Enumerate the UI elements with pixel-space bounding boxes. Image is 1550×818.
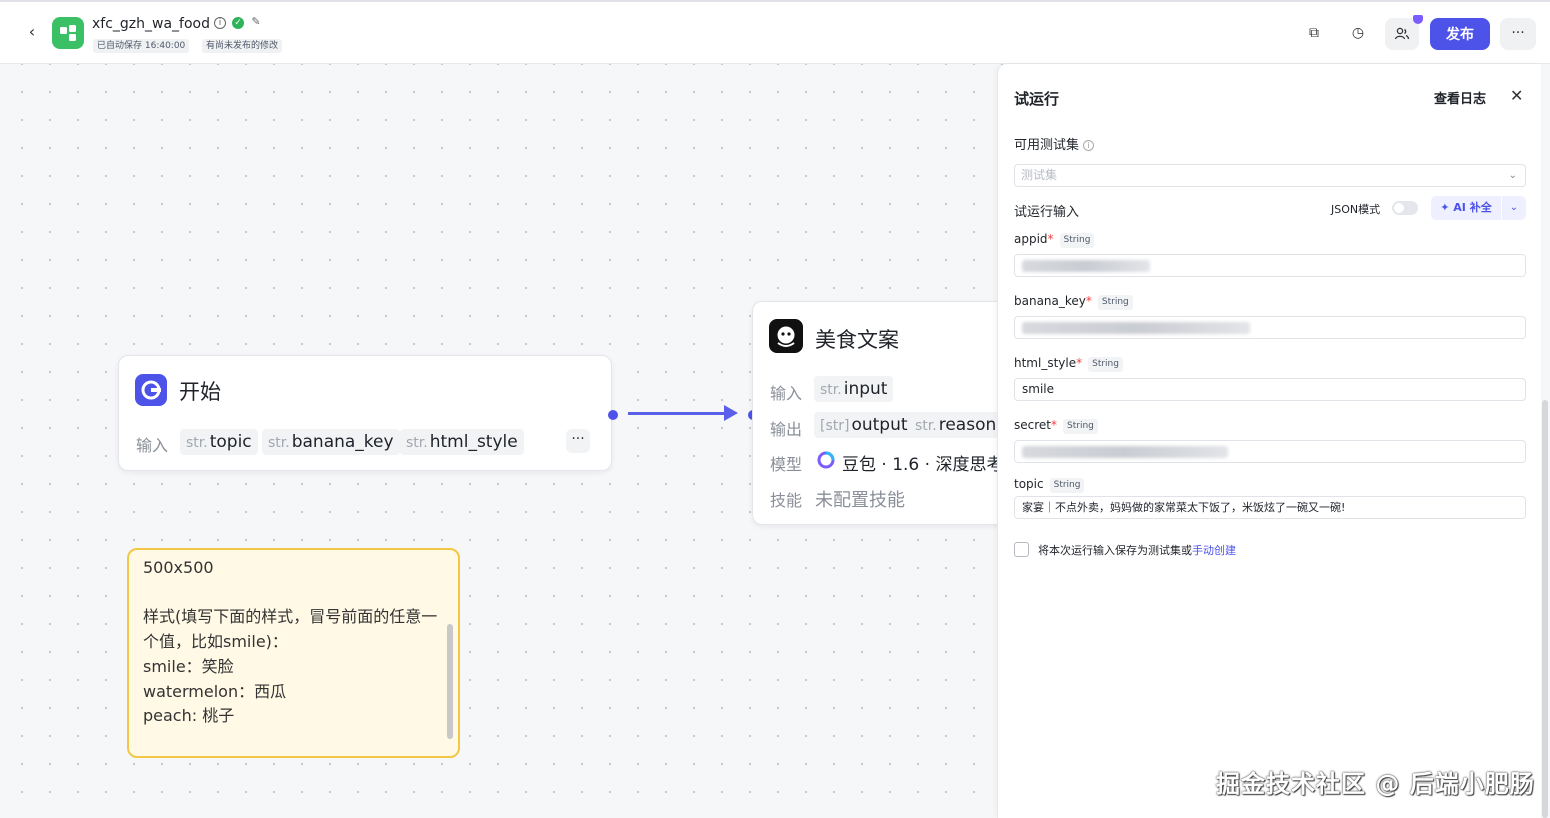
param-topic: str.topic (180, 429, 258, 455)
html-style-input[interactable]: smile (1014, 378, 1526, 401)
start-node-more-button[interactable]: ··· (566, 429, 590, 453)
ai-fill-dropdown[interactable]: ⌄ (1502, 196, 1526, 220)
info-icon[interactable]: i (214, 17, 226, 29)
secret-input[interactable] (1014, 440, 1526, 463)
sparkle-icon: ✦ (1440, 201, 1454, 214)
food-copy-node[interactable]: 美食文案 输入 str.input 输出 [str]output str.rea… (752, 301, 1012, 525)
field-label-secret: secret*String (1014, 418, 1098, 434)
chevron-down-icon: ⌄ (1508, 170, 1517, 181)
back-arrow-icon[interactable]: ‹ (28, 22, 36, 41)
food-skill-value: 未配置技能 (815, 490, 905, 511)
start-node-icon (135, 374, 167, 406)
connection-edge[interactable] (628, 412, 732, 415)
start-node[interactable]: 开始 输入 str.topic str.banana_key str.html_… (118, 355, 612, 471)
history-icon[interactable]: ◷ (1351, 25, 1365, 41)
save-testset-checkbox[interactable] (1014, 542, 1029, 557)
field-label-html-style: html_style*String (1014, 356, 1123, 372)
banana-key-input[interactable] (1014, 316, 1526, 339)
collaborators-button[interactable] (1385, 15, 1423, 50)
workflow-app-icon (52, 17, 84, 49)
premium-badge-icon (1413, 15, 1423, 24)
panel-title: 试运行 (1014, 90, 1060, 108)
llm-node-icon (769, 319, 803, 353)
info-icon[interactable]: i (1083, 140, 1095, 151)
param-banana-key: str.banana_key (262, 429, 400, 455)
redacted-value (1022, 321, 1250, 334)
edit-icon[interactable]: ✎ (251, 15, 261, 28)
more-options-button[interactable]: ··· (1500, 18, 1536, 50)
food-node-title: 美食文案 (815, 328, 899, 352)
sticky-note[interactable]: 500x500 样式(填写下面的样式，冒号前面的任意一个值，比如smile)： … (127, 548, 460, 758)
food-output-label: 输出 (770, 420, 803, 439)
save-testset-label: 将本次运行输入保存为测试集或手动创建 (1038, 544, 1236, 557)
field-label-appid: appid*String (1014, 232, 1095, 248)
edge-arrow-icon (724, 405, 738, 421)
page-scrollbar[interactable] (1542, 400, 1548, 818)
food-skill-label: 技能 (770, 491, 803, 510)
top-bar: ‹ xfc_gzh_wa_food i ✓ ✎ 已自动保存 16:40:00 有… (0, 0, 1550, 64)
food-model-label: 模型 (770, 455, 803, 474)
unpublished-status: 有尚未发布的修改 (202, 39, 283, 53)
start-output-port[interactable] (608, 410, 618, 420)
doubao-model-icon (817, 451, 835, 469)
ai-fill-button[interactable]: ✦ AI 补全 (1431, 196, 1501, 220)
param-reasoning: str.reasoni (909, 412, 1007, 438)
publish-button[interactable]: 发布 (1430, 18, 1490, 50)
field-label-banana-key: banana_key*String (1014, 294, 1133, 310)
users-icon (1394, 27, 1410, 40)
json-mode-label: JSON模式 (1331, 203, 1381, 216)
appid-input[interactable] (1014, 254, 1526, 277)
json-mode-toggle[interactable] (1392, 201, 1418, 215)
watermark: 掘金技术社区 @ 后端小肥肠 (1216, 770, 1535, 798)
param-input: str.input (814, 376, 894, 402)
start-node-title: 开始 (179, 380, 221, 404)
param-html-style: str.html_style (400, 429, 524, 455)
food-input-label: 输入 (770, 384, 803, 403)
autosave-status: 已自动保存 16:40:00 (93, 39, 190, 53)
testset-select[interactable]: 测试集 ⌄ (1014, 164, 1526, 187)
food-model-value: 豆包 · 1.6 · 深度思考 (842, 455, 1004, 475)
workflow-name: xfc_gzh_wa_food (92, 16, 210, 32)
view-log-button[interactable]: 查看日志 (1434, 92, 1487, 107)
copy-icon[interactable]: ⧉ (1309, 25, 1319, 41)
topic-input[interactable]: 家宴｜不点外卖，妈妈做的家常菜太下饭了，米饭炫了一碗又一碗! (1014, 496, 1526, 519)
redacted-value (1022, 259, 1150, 272)
close-icon[interactable]: ✕ (1510, 86, 1524, 105)
check-circle-icon: ✓ (232, 17, 244, 29)
note-scrollbar[interactable] (447, 624, 453, 739)
param-output: [str]output (814, 412, 914, 438)
redacted-value (1022, 445, 1228, 458)
manual-create-link[interactable]: 手动创建 (1192, 544, 1236, 557)
run-input-label: 试运行输入 (1014, 205, 1080, 220)
start-input-label: 输入 (136, 436, 169, 455)
